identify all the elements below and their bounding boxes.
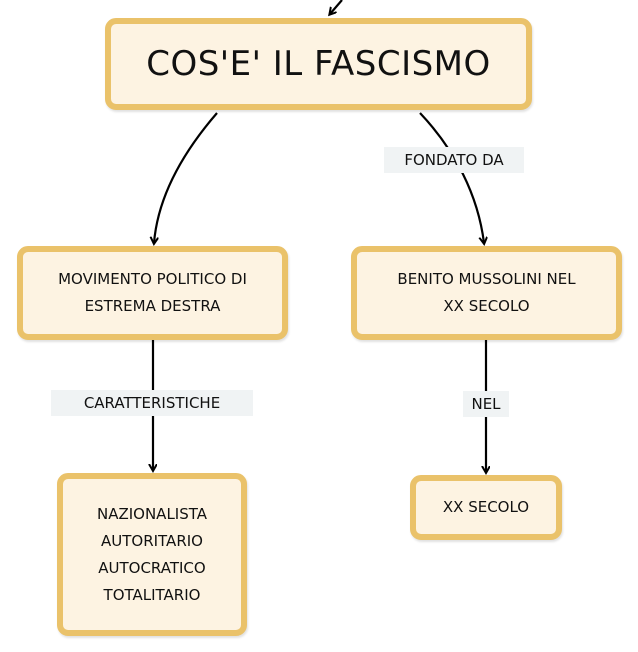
node-movimento-politico-text: MOVIMENTO POLITICO DI ESTREMA DESTRA: [58, 270, 247, 315]
node-caratteristiche-list-text: NAZIONALISTA AUTORITARIO AUTOCRATICO TOT…: [96, 504, 208, 604]
node-title-text: COS'E' IL FASCISMO: [146, 44, 491, 84]
edge-label-fondato-da: FONDATO DA: [384, 147, 524, 173]
edge-title-to-movimento: [154, 112, 218, 243]
edge-label-caratteristiche: CARATTERISTICHE: [51, 390, 253, 416]
node-benito-mussolini[interactable]: BENITO MUSSOLINI NEL XX SECOLO: [351, 246, 622, 340]
node-xx-secolo-text: XX SECOLO: [442, 498, 530, 516]
edge-title-to-mussolini: [419, 112, 484, 243]
edge-label-nel: NEL: [463, 391, 509, 417]
node-caratteristiche-list[interactable]: NAZIONALISTA AUTORITARIO AUTOCRATICO TOT…: [57, 473, 247, 636]
node-xx-secolo[interactable]: XX SECOLO: [410, 475, 562, 540]
node-movimento-politico[interactable]: MOVIMENTO POLITICO DI ESTREMA DESTRA: [17, 246, 288, 340]
edge-incoming-title: [330, 0, 343, 14]
node-title[interactable]: COS'E' IL FASCISMO: [105, 18, 532, 110]
node-benito-mussolini-text: BENITO MUSSOLINI NEL XX SECOLO: [397, 270, 576, 315]
